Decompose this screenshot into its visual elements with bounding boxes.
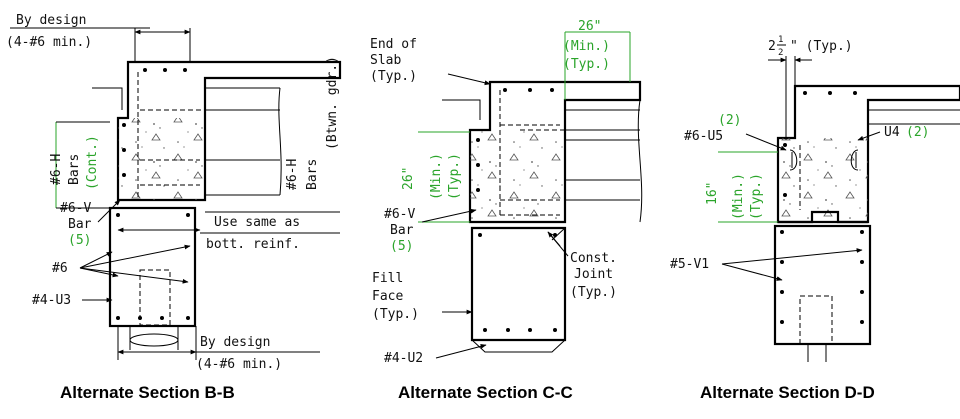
section-b-lower-block <box>108 206 197 328</box>
section-b-h-bars-left-1: #6-H <box>49 154 64 185</box>
section-c-lower-block <box>470 226 567 342</box>
section-b-h-bars-right-3: (Btwn. gdr.) <box>325 56 340 150</box>
section-b-h-bars-left-2: Bars <box>67 154 82 185</box>
section-d-d: 2 1 2 " (Typ.) (2) #6-U5 U4 (2) 16" (Min… <box>670 35 960 402</box>
section-d-u4-count: (2) <box>906 125 929 140</box>
section-b-u3: #4-U3 <box>32 293 71 308</box>
section-c-end-slab-2: Slab <box>370 53 401 68</box>
section-c-end-slab-3: (Typ.) <box>370 69 417 84</box>
section-c-v-bar-3: (5) <box>390 239 413 254</box>
section-c-v-bar-1: #6-V <box>384 207 415 222</box>
section-c-fill-3: (Typ.) <box>372 307 419 322</box>
section-d-v1: #5-V1 <box>670 257 709 272</box>
section-b-use-same-1: Use same as <box>214 215 300 230</box>
section-c-u2: #4-U2 <box>384 351 423 366</box>
section-c-const-1: Const. <box>570 251 617 266</box>
section-d-typ: (Typ.) <box>749 173 764 220</box>
section-c-c: End of Slab (Typ.) 26" (Min.) (Typ.) 26"… <box>370 19 643 402</box>
section-b-girder <box>205 87 282 196</box>
section-b-b: By design (4-#6 min.) #6-H Bars (Cont.) … <box>6 13 342 402</box>
section-b-n6: #6 <box>52 261 68 276</box>
section-b-caption: Alternate Section B-B <box>60 383 235 402</box>
section-d-lower-block <box>773 224 872 346</box>
section-b-min-top: (4-#6 min.) <box>6 35 92 50</box>
section-c-fill-2: Face <box>372 289 403 304</box>
section-d-two-left: (2) <box>718 113 741 128</box>
section-d-dim-16: 16" <box>705 182 720 205</box>
section-c-const-2: Joint <box>574 267 613 282</box>
section-d-dim-typ-num: 1 <box>778 35 783 45</box>
section-b-h-bars-right-1: #6-H <box>285 159 300 190</box>
section-b-v-bar-2: Bar <box>68 217 92 232</box>
section-d-min: (Min.) <box>731 173 746 220</box>
section-c-v-bar-2: Bar <box>390 223 414 238</box>
section-d-u4: U4 <box>884 125 900 140</box>
section-d-dim-typ-den: 2 <box>778 48 783 58</box>
section-c-const-3: (Typ.) <box>570 285 617 300</box>
section-c-dim-26-left: 26" <box>401 167 416 190</box>
section-c-end-slab-1: End of <box>370 37 417 52</box>
section-b-by-design-bot: By design <box>200 335 270 350</box>
section-d-dim-typ-suffix: " (Typ.) <box>790 39 853 54</box>
section-b-min-bot: (4-#6 min.) <box>196 357 282 372</box>
section-b-v-bar-3: (5) <box>68 233 91 248</box>
section-b-h-bars-left-3: (Cont.) <box>85 135 100 190</box>
section-c-dim-26-top: 26" <box>578 19 601 34</box>
section-b-h-bars-right-2: Bars <box>305 159 320 190</box>
section-c-min-top: (Min.) <box>563 39 610 54</box>
section-d-dim-typ-whole: 2 <box>768 39 776 54</box>
section-d-caption: Alternate Section D-D <box>700 383 875 402</box>
section-c-fill-1: Fill <box>372 271 403 286</box>
section-c-typ-left: (Typ.) <box>447 153 462 200</box>
section-b-by-design-top: By design <box>16 13 86 28</box>
section-d-u5: #6-U5 <box>684 129 723 144</box>
section-b-v-bar-1: #6-V <box>60 201 91 216</box>
section-c-typ-top: (Typ.) <box>563 57 610 72</box>
section-b-use-same-2: bott. reinf. <box>206 237 300 252</box>
section-c-min-left: (Min.) <box>429 153 444 200</box>
section-c-caption: Alternate Section C-C <box>398 383 573 402</box>
